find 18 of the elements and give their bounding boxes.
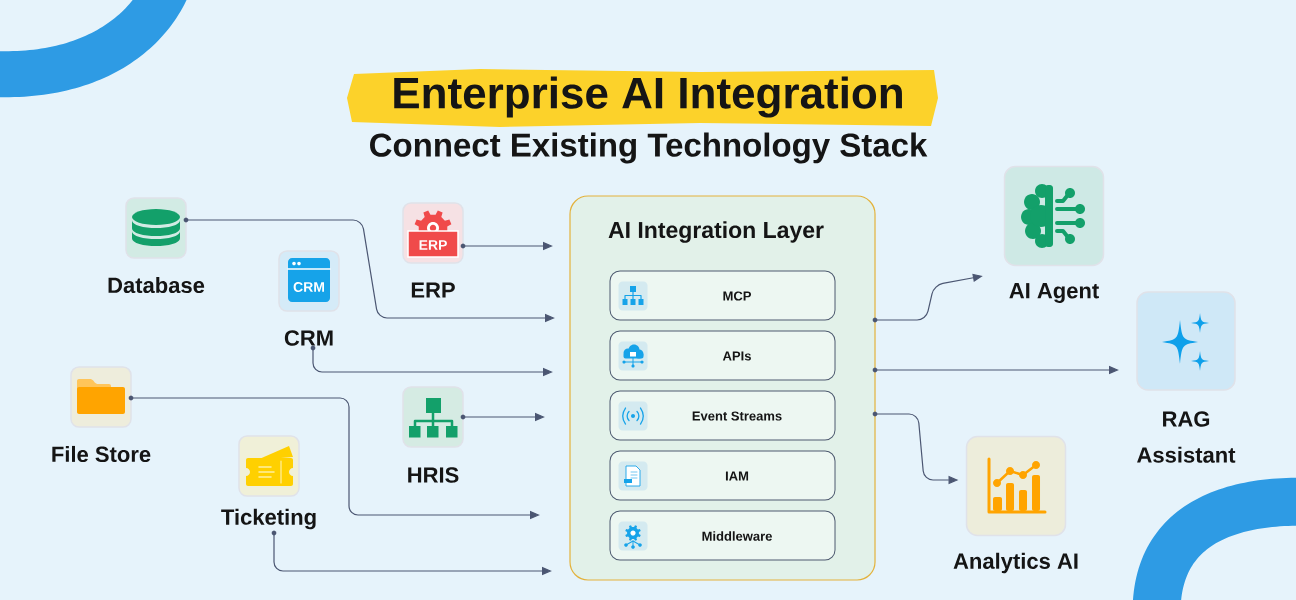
component-box: Middleware — [609, 510, 836, 561]
node-label: File Store — [52, 445, 151, 463]
node-label: AI Agent — [1009, 283, 1099, 303]
title: Enterprise AI Integration — [347, 69, 938, 127]
component-box: MCP — [609, 270, 836, 321]
node-label: ERP — [411, 282, 455, 298]
component-box: Event Streams — [609, 390, 836, 441]
node-label: Analytics AI — [953, 552, 1078, 574]
node-label: HRIS — [408, 467, 459, 483]
icon-text: ERP — [419, 240, 447, 250]
component-box: IAM — [609, 450, 836, 501]
node-label: Database — [108, 276, 205, 294]
subtitle: Connect Existing Technology Stack — [370, 132, 928, 164]
node-label: Ticketing — [221, 508, 316, 530]
node-label: CRM — [284, 330, 333, 346]
icon-text: CRM — [293, 282, 324, 292]
node-label: RAG Assistant — [1137, 411, 1236, 463]
component-box: APIs — [609, 330, 836, 381]
